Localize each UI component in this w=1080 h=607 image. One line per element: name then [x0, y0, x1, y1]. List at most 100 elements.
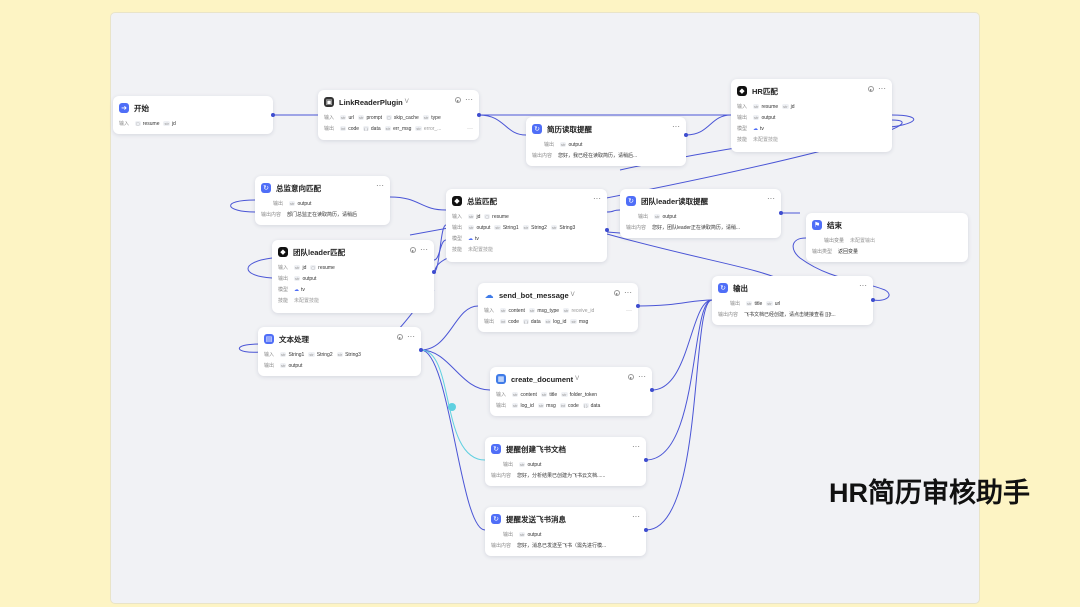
- param-data: { }data: [523, 318, 541, 325]
- message-icon: ↻: [718, 283, 728, 293]
- message-icon: ↻: [261, 183, 271, 193]
- run-icon[interactable]: ▸: [397, 334, 403, 340]
- output-label: 输出: [496, 403, 507, 409]
- more-button[interactable]: ···: [465, 95, 473, 104]
- output-handle[interactable]: [644, 458, 648, 462]
- more-button[interactable]: ···: [859, 281, 867, 290]
- node-title: 输出: [733, 283, 748, 293]
- input-label: 输入: [452, 214, 463, 220]
- node-title: 团队leader读取提醒: [641, 196, 709, 206]
- more-button[interactable]: ···: [767, 194, 775, 203]
- node-title: 总监意向匹配: [276, 183, 321, 193]
- output-content-label: 输出内容: [626, 225, 647, 231]
- node-end[interactable]: ⚑结束 输出变量未配置输出 输出类型返回变量: [806, 213, 968, 262]
- output-handle[interactable]: [636, 304, 640, 308]
- more-button[interactable]: ···: [632, 442, 640, 451]
- param-skip-cache: ▢skip_cache: [386, 114, 419, 121]
- version-badge: V: [575, 376, 580, 382]
- more-params[interactable]: ···: [626, 307, 632, 314]
- version-badge: V: [570, 292, 575, 298]
- input-label: 输入: [324, 115, 335, 121]
- output-label: 输出: [503, 462, 514, 468]
- output-content: 您好，消息已发送至飞书（需先进行模...: [517, 543, 607, 549]
- input-label: 输入: [278, 265, 289, 271]
- output-handle[interactable]: [871, 298, 875, 302]
- run-icon[interactable]: ▸: [868, 86, 874, 92]
- param-resume: ▢resume: [135, 120, 160, 127]
- plugin-icon: ▣: [324, 97, 334, 107]
- run-icon[interactable]: ▸: [628, 374, 634, 380]
- output-handle[interactable]: [684, 133, 688, 137]
- model-label: 模型: [737, 126, 748, 132]
- llm-icon: ◆: [452, 196, 462, 206]
- more-button[interactable]: ···: [638, 372, 646, 381]
- skill-value: 未配置技能: [753, 137, 779, 143]
- param-data: { }data: [363, 125, 381, 132]
- more-button[interactable]: ···: [376, 181, 384, 190]
- node-title: 提醒发送飞书消息: [506, 514, 566, 524]
- more-button[interactable]: ···: [407, 332, 415, 341]
- page-title: HR简历审核助手: [829, 478, 1030, 508]
- output-label: 输出: [324, 126, 335, 132]
- output-content: 飞书文档已经创建，请点击链接查看 [{{t...: [744, 312, 836, 318]
- more-button[interactable]: ···: [624, 288, 632, 297]
- llm-icon: ◆: [737, 86, 747, 96]
- doc-icon: ▦: [496, 374, 506, 384]
- output-handle[interactable]: [432, 270, 436, 274]
- output-handle[interactable]: [650, 388, 654, 392]
- output-content: 您好，分析结果已创建为飞书云文档......: [517, 473, 606, 479]
- output-handle[interactable]: [477, 113, 481, 117]
- more-params[interactable]: ···: [467, 125, 473, 132]
- output-handle[interactable]: [271, 113, 275, 117]
- more-button[interactable]: ···: [672, 122, 680, 131]
- run-icon[interactable]: ▸: [410, 247, 416, 253]
- node-title: LinkReaderPlugin: [339, 97, 403, 107]
- output-handle[interactable]: [419, 348, 423, 352]
- node-title: create_document: [511, 374, 574, 384]
- more-button[interactable]: ···: [878, 84, 886, 93]
- output-label: 输出: [730, 301, 741, 307]
- more-button[interactable]: ···: [593, 194, 601, 203]
- output-label: 输出: [638, 214, 649, 220]
- output-handle[interactable]: [605, 228, 609, 232]
- output-handle[interactable]: [779, 211, 783, 215]
- skill-label: 技能: [452, 247, 463, 253]
- answer-type-label: 输出类型: [812, 249, 833, 255]
- node-title: 结束: [827, 220, 842, 230]
- more-button[interactable]: ···: [632, 512, 640, 521]
- run-icon[interactable]: ▸: [614, 290, 620, 296]
- output-handle[interactable]: [644, 528, 648, 532]
- more-button[interactable]: ···: [420, 245, 428, 254]
- run-icon[interactable]: ▸: [455, 97, 461, 103]
- output-content-label: 输出内容: [491, 473, 512, 479]
